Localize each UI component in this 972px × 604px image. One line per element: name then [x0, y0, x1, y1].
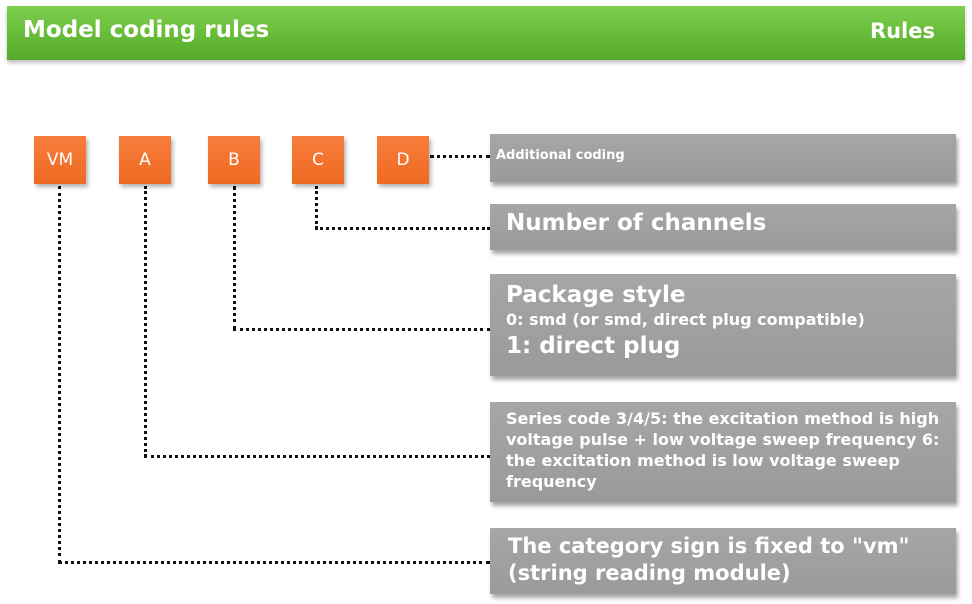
connector-a-vertical [144, 186, 147, 457]
desc-category-sign-text: The category sign is fixed to "vm" (stri… [508, 534, 910, 585]
connector-b-vertical [233, 186, 236, 330]
code-box-d: D [377, 136, 429, 184]
page-title: Model coding rules [23, 17, 270, 43]
desc-package-title: Package style [506, 282, 686, 308]
code-box-a: A [119, 136, 171, 184]
desc-package-option1: 1: direct plug [506, 333, 681, 359]
desc-package-style: Package style 0: smd (or smd, direct plu… [490, 274, 956, 376]
desc-additional-coding-text: Additional coding [496, 148, 625, 163]
rules-label: Rules [869, 19, 935, 43]
connector-b-horizontal [233, 328, 490, 331]
desc-series-code-text: Series code 3/4/5: the excitation method… [506, 409, 940, 491]
desc-number-of-channels-text: Number of channels [506, 210, 767, 236]
header-bar: Model coding rules Rules [7, 6, 965, 60]
connector-vm-vertical [58, 186, 61, 563]
desc-category-sign: The category sign is fixed to "vm" (stri… [490, 528, 956, 594]
connector-c-vertical [315, 186, 318, 229]
connector-a-horizontal [144, 455, 490, 458]
code-box-c: C [292, 136, 344, 184]
desc-package-option0: 0: smd (or smd, direct plug compatible) [506, 310, 865, 329]
connector-c-horizontal [315, 227, 490, 230]
connector-d [430, 155, 490, 158]
code-box-b: B [208, 136, 260, 184]
desc-series-code: Series code 3/4/5: the excitation method… [490, 402, 956, 502]
code-box-vm: VM [34, 136, 86, 184]
desc-additional-coding: Additional coding [490, 134, 956, 182]
connector-vm-horizontal [58, 561, 490, 564]
desc-number-of-channels: Number of channels [490, 204, 956, 250]
